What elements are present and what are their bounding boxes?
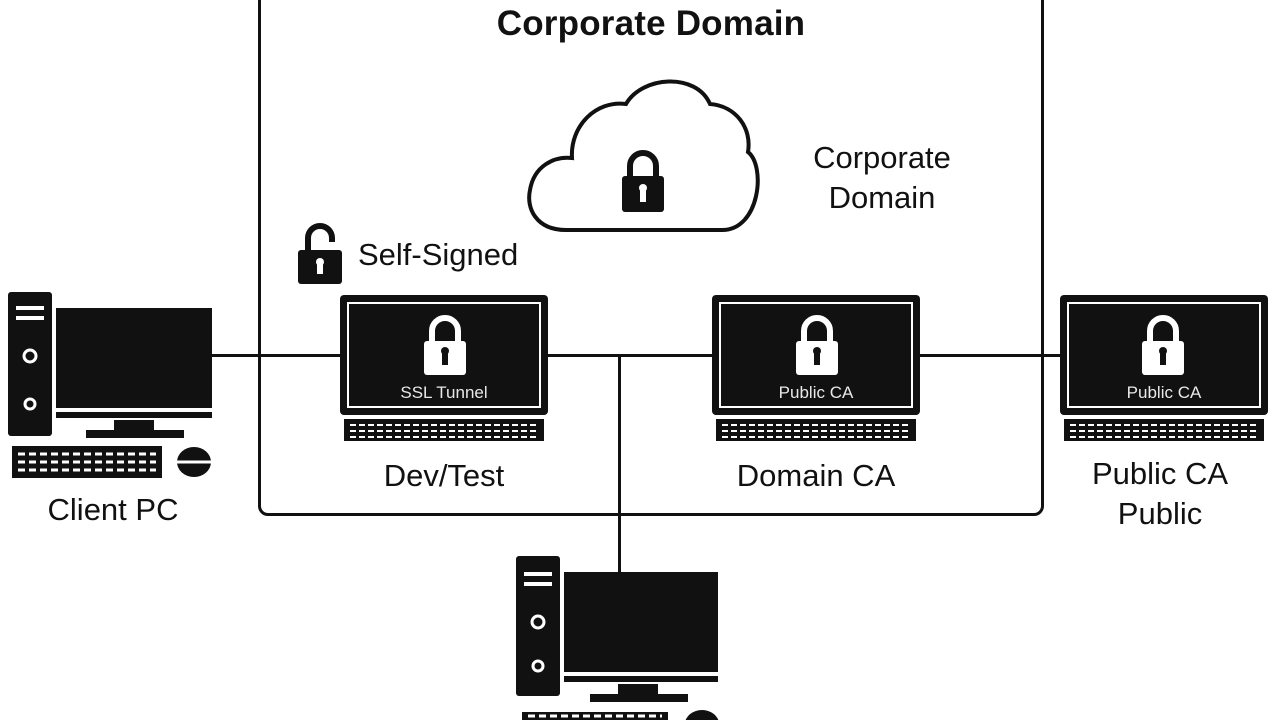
public-ca-screen-text: Public CA	[1126, 383, 1202, 402]
unlocked-icon	[298, 223, 342, 284]
self-signed-label: Self-Signed	[358, 237, 519, 272]
cloud-label-line-1: Corporate	[813, 140, 951, 175]
diagram-title: Corporate Domain	[496, 4, 806, 43]
client-pc-node	[6, 290, 216, 490]
public-ca-node: Public CA	[1060, 295, 1270, 445]
client-pc-label: Client PC	[47, 492, 179, 527]
lock-icon	[1142, 315, 1184, 375]
desktop-computer-icon	[516, 556, 719, 720]
lock-icon	[424, 315, 466, 375]
domain-ca-screen-text: Public CA	[778, 383, 854, 402]
dev-test-label: Dev/Test	[383, 458, 505, 493]
lock-icon	[796, 315, 838, 375]
dev-test-node: SSL Tunnel	[340, 295, 550, 445]
cloud-label-line-2: Domain	[828, 180, 936, 215]
link-trunk-to-bottom-pc	[618, 354, 621, 572]
domain-ca-label: Domain CA	[736, 458, 896, 493]
public-ca-label: Public CA Public	[1060, 454, 1260, 534]
corporate-domain-boundary	[258, 0, 1044, 516]
desktop-computer-icon	[8, 292, 212, 478]
domain-ca-node: Public CA	[712, 295, 922, 445]
dev-test-screen-text: SSL Tunnel	[400, 383, 488, 402]
bottom-pc-node	[514, 556, 724, 720]
link-domainca-to-publicca	[920, 354, 1060, 357]
link-client-to-devtest	[210, 354, 342, 357]
cloud-label: Corporate Domain	[782, 138, 982, 218]
public-ca-label-line-1: Public CA	[1091, 456, 1229, 491]
public-ca-label-line-2: Public	[1117, 496, 1203, 531]
lock-icon	[622, 150, 664, 212]
link-devtest-to-domainca	[548, 354, 712, 357]
